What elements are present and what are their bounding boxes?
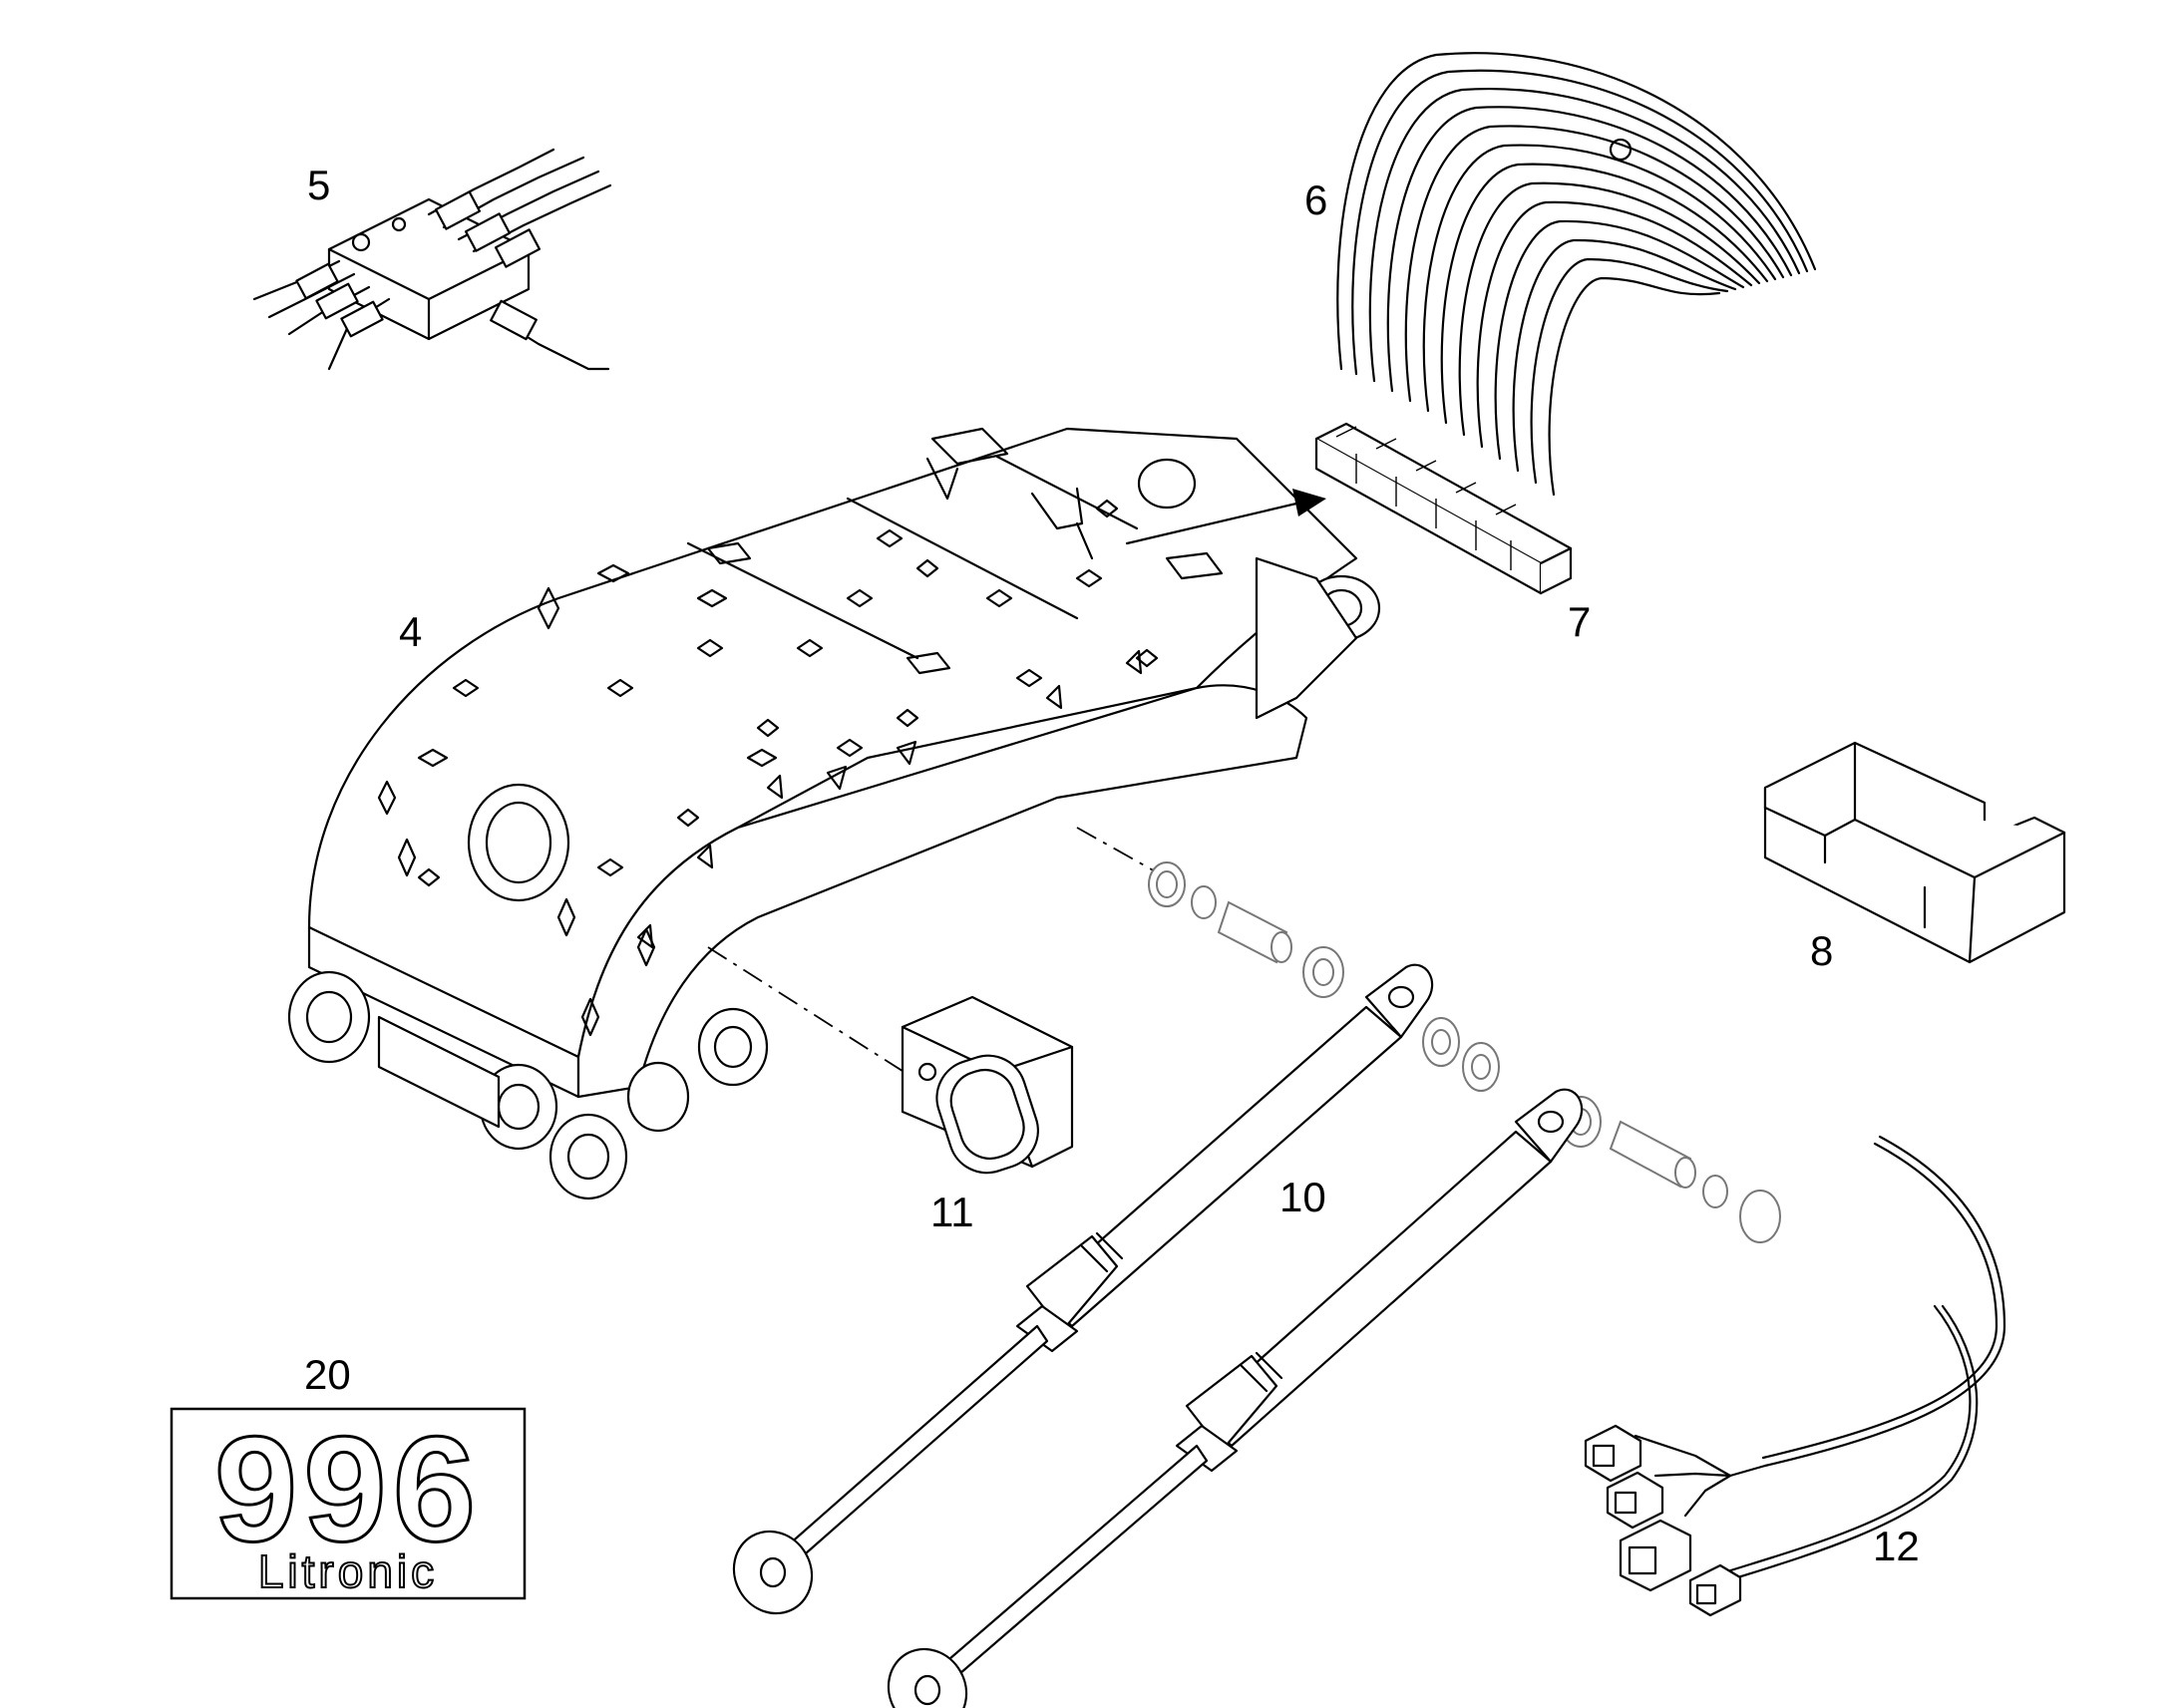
callout-11: 11	[930, 1189, 974, 1235]
callout-10: 10	[1279, 1174, 1326, 1220]
centerline-pin	[1076, 827, 1158, 873]
decal-model: 996	[214, 1405, 482, 1572]
part-7-connector-rail[interactable]	[1314, 422, 1573, 595]
part-11-bracket[interactable]	[901, 995, 1074, 1183]
callout-20: 20	[304, 1351, 351, 1398]
part-10-cylinders[interactable]	[719, 963, 1584, 1708]
part-5-valve-block[interactable]	[252, 148, 612, 371]
callout-12: 12	[1873, 1523, 1920, 1569]
part-6-hose-bundle[interactable]	[1336, 52, 1817, 497]
callout-6: 6	[1304, 176, 1327, 223]
part-20-decal[interactable]: 996 Litronic	[170, 1404, 527, 1600]
callout-5: 5	[307, 162, 330, 208]
callout-7: 7	[1568, 598, 1591, 645]
part-4-boom[interactable]	[287, 427, 1381, 1200]
part-12-cable-harness[interactable]	[1584, 1135, 2006, 1617]
decal-brand: Litronic	[258, 1545, 438, 1597]
callout-8: 8	[1810, 927, 1833, 974]
callout-4: 4	[399, 608, 422, 655]
centerline-bracket	[707, 946, 928, 1088]
leader-arrow	[1125, 489, 1326, 545]
pin-set-upper[interactable]	[1148, 861, 1344, 998]
part-8-block[interactable]	[1763, 741, 2066, 964]
